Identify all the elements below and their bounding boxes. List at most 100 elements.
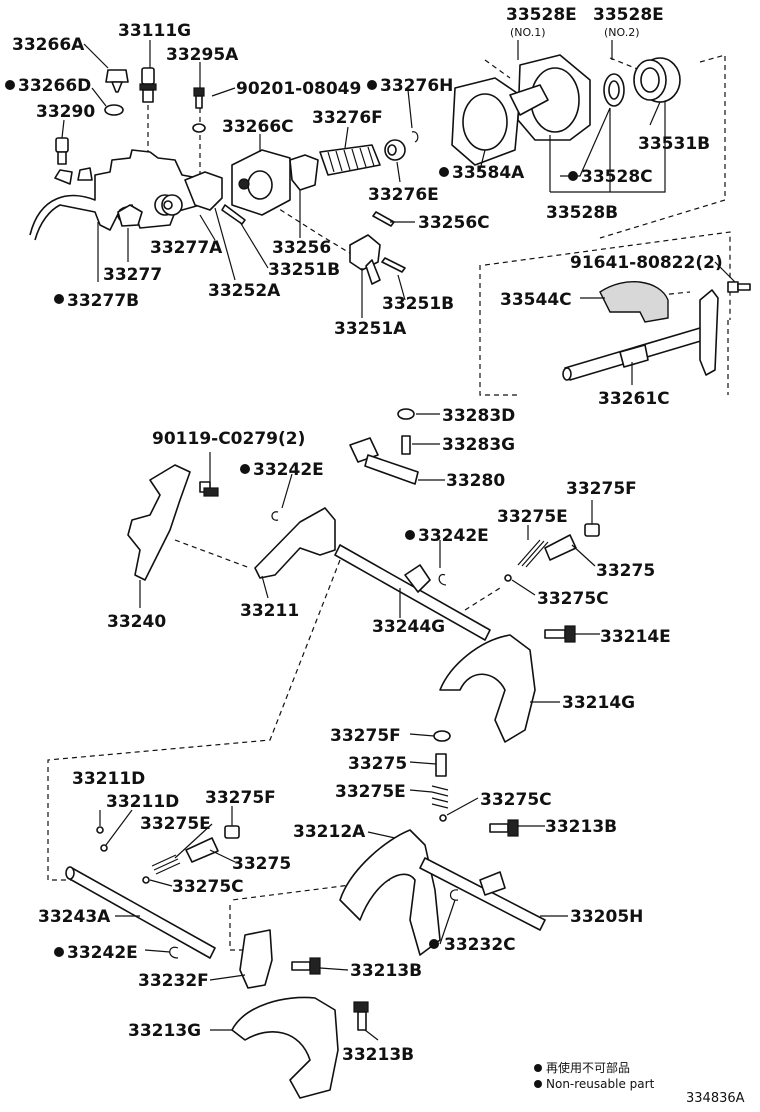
label-33266A: 33266A (12, 35, 85, 55)
dashed-boundaries (47, 54, 731, 951)
label-33275E-2: 33275E (335, 782, 406, 802)
part-33256 (289, 154, 319, 191)
part-33276F (319, 144, 381, 176)
label-33280: 33280 (446, 471, 505, 491)
label-33276F: 33276F (312, 108, 383, 128)
legend-bullet-jp (534, 1064, 542, 1072)
label-no1: (NO.1) (510, 26, 546, 39)
label-33277B: 33277B (67, 291, 139, 311)
part-33243A (65, 866, 216, 959)
label-33213B-1: 33213B (545, 817, 617, 837)
part-33275C-2 (439, 814, 447, 822)
part-33242E-clip-1 (271, 511, 279, 521)
label-33205H: 33205H (570, 907, 643, 927)
part-33544C (599, 281, 669, 323)
label-33528C: 33528C (581, 167, 653, 187)
part-33528B (509, 54, 591, 141)
label-33528E-no2: 33528E (593, 5, 664, 25)
part-33528C (603, 73, 625, 107)
part-90119-C0279 (199, 481, 219, 497)
housing-cover (29, 149, 201, 241)
part-33275E-3 (151, 854, 181, 875)
part-33261C (562, 289, 719, 381)
part-33295A (193, 87, 205, 109)
part-33277 (117, 204, 143, 227)
label-33584A: 33584A (452, 163, 525, 183)
label-33256C: 33256C (418, 213, 490, 233)
part-33251A (349, 234, 406, 285)
part-33212A (339, 829, 441, 956)
parts-33275-group-1 (504, 523, 600, 582)
non-reusable-bullets (5, 80, 578, 957)
label-33211D-1: 33211D (72, 769, 145, 789)
label-33275C-1: 33275C (537, 589, 609, 609)
part-33266D (104, 104, 124, 116)
part-33275-3 (185, 837, 219, 863)
part-33283G (401, 435, 411, 455)
part-33290 (55, 137, 69, 165)
label-33251B-1: 33251B (268, 260, 340, 280)
label-33277A: 33277A (150, 238, 223, 258)
legend-jp: 再使用不可部品 (546, 1060, 630, 1075)
part-33242E-clip-2 (438, 573, 447, 586)
label-90119-C0279: 90119-C0279(2) (152, 429, 305, 449)
label-33277: 33277 (103, 265, 162, 285)
label-33275E-3: 33275E (140, 814, 211, 834)
label-33276H: 33276H (380, 76, 453, 96)
part-33213B-2 (291, 957, 321, 975)
label-33242E-3: 33242E (67, 943, 138, 963)
part-33213B-3 (353, 1001, 369, 1031)
label-33283G: 33283G (442, 435, 515, 455)
label-33240: 33240 (107, 612, 166, 632)
label-33531B: 33531B (638, 134, 710, 154)
label-33275-3: 33275 (232, 854, 291, 874)
part-33111G (139, 67, 157, 103)
part-33256C (372, 211, 395, 227)
label-33275F-2: 33275F (330, 726, 401, 746)
legend: 再使用不可部品 Non-reusable part 334836A (534, 1060, 745, 1106)
label-33275E-1: 33275E (497, 507, 568, 527)
label-33242E-1: 33242E (253, 460, 324, 480)
legend-bullet-en (534, 1080, 542, 1088)
part-33275E-2 (431, 785, 449, 809)
label-33251B-2: 33251B (382, 294, 454, 314)
label-33244G: 33244G (372, 617, 445, 637)
label-33213G: 33213G (128, 1021, 201, 1041)
label-33211D-2: 33211D (106, 792, 179, 812)
label-33214G: 33214G (562, 693, 635, 713)
part-33211D-1 (96, 826, 104, 834)
part-33276H (411, 131, 419, 143)
label-33213B-2: 33213B (350, 961, 422, 981)
part-90201-08049 (192, 123, 206, 133)
part-33584A (451, 77, 521, 166)
label-33111G: 33111G (118, 21, 191, 41)
label-no2: (NO.2) (604, 26, 640, 39)
part-91641-80822 (727, 281, 751, 293)
label-33283D: 33283D (442, 406, 515, 426)
label-33266C: 33266C (222, 117, 294, 137)
label-33212A: 33212A (293, 822, 366, 842)
part-33276E (384, 139, 406, 161)
label-33275C-3: 33275C (172, 877, 244, 897)
part-33214G (439, 634, 536, 743)
part-33213B-1 (489, 819, 519, 837)
part-labels: 33266A 33111G 33295A 90201-08049 33266D … (12, 5, 723, 1065)
part-33240 (127, 464, 191, 581)
label-33275-2: 33275 (348, 754, 407, 774)
label-33266D: 33266D (18, 76, 91, 96)
label-33232F: 33232F (138, 971, 209, 991)
part-33266C (231, 149, 291, 216)
label-33275C-2: 33275C (480, 790, 552, 810)
leader-lines (61, 40, 736, 1041)
part-33242E-clip-3 (169, 946, 179, 959)
label-33211: 33211 (240, 601, 299, 621)
label-33275F-1: 33275F (566, 479, 637, 499)
part-33283D (397, 408, 415, 420)
label-33528B: 33528B (546, 203, 618, 223)
label-91641-80822: 91641-80822(2) (570, 253, 723, 273)
label-33213B-3: 33213B (342, 1045, 414, 1065)
label-90201-08049: 90201-08049 (236, 79, 361, 99)
part-33275F-2 (433, 730, 451, 742)
